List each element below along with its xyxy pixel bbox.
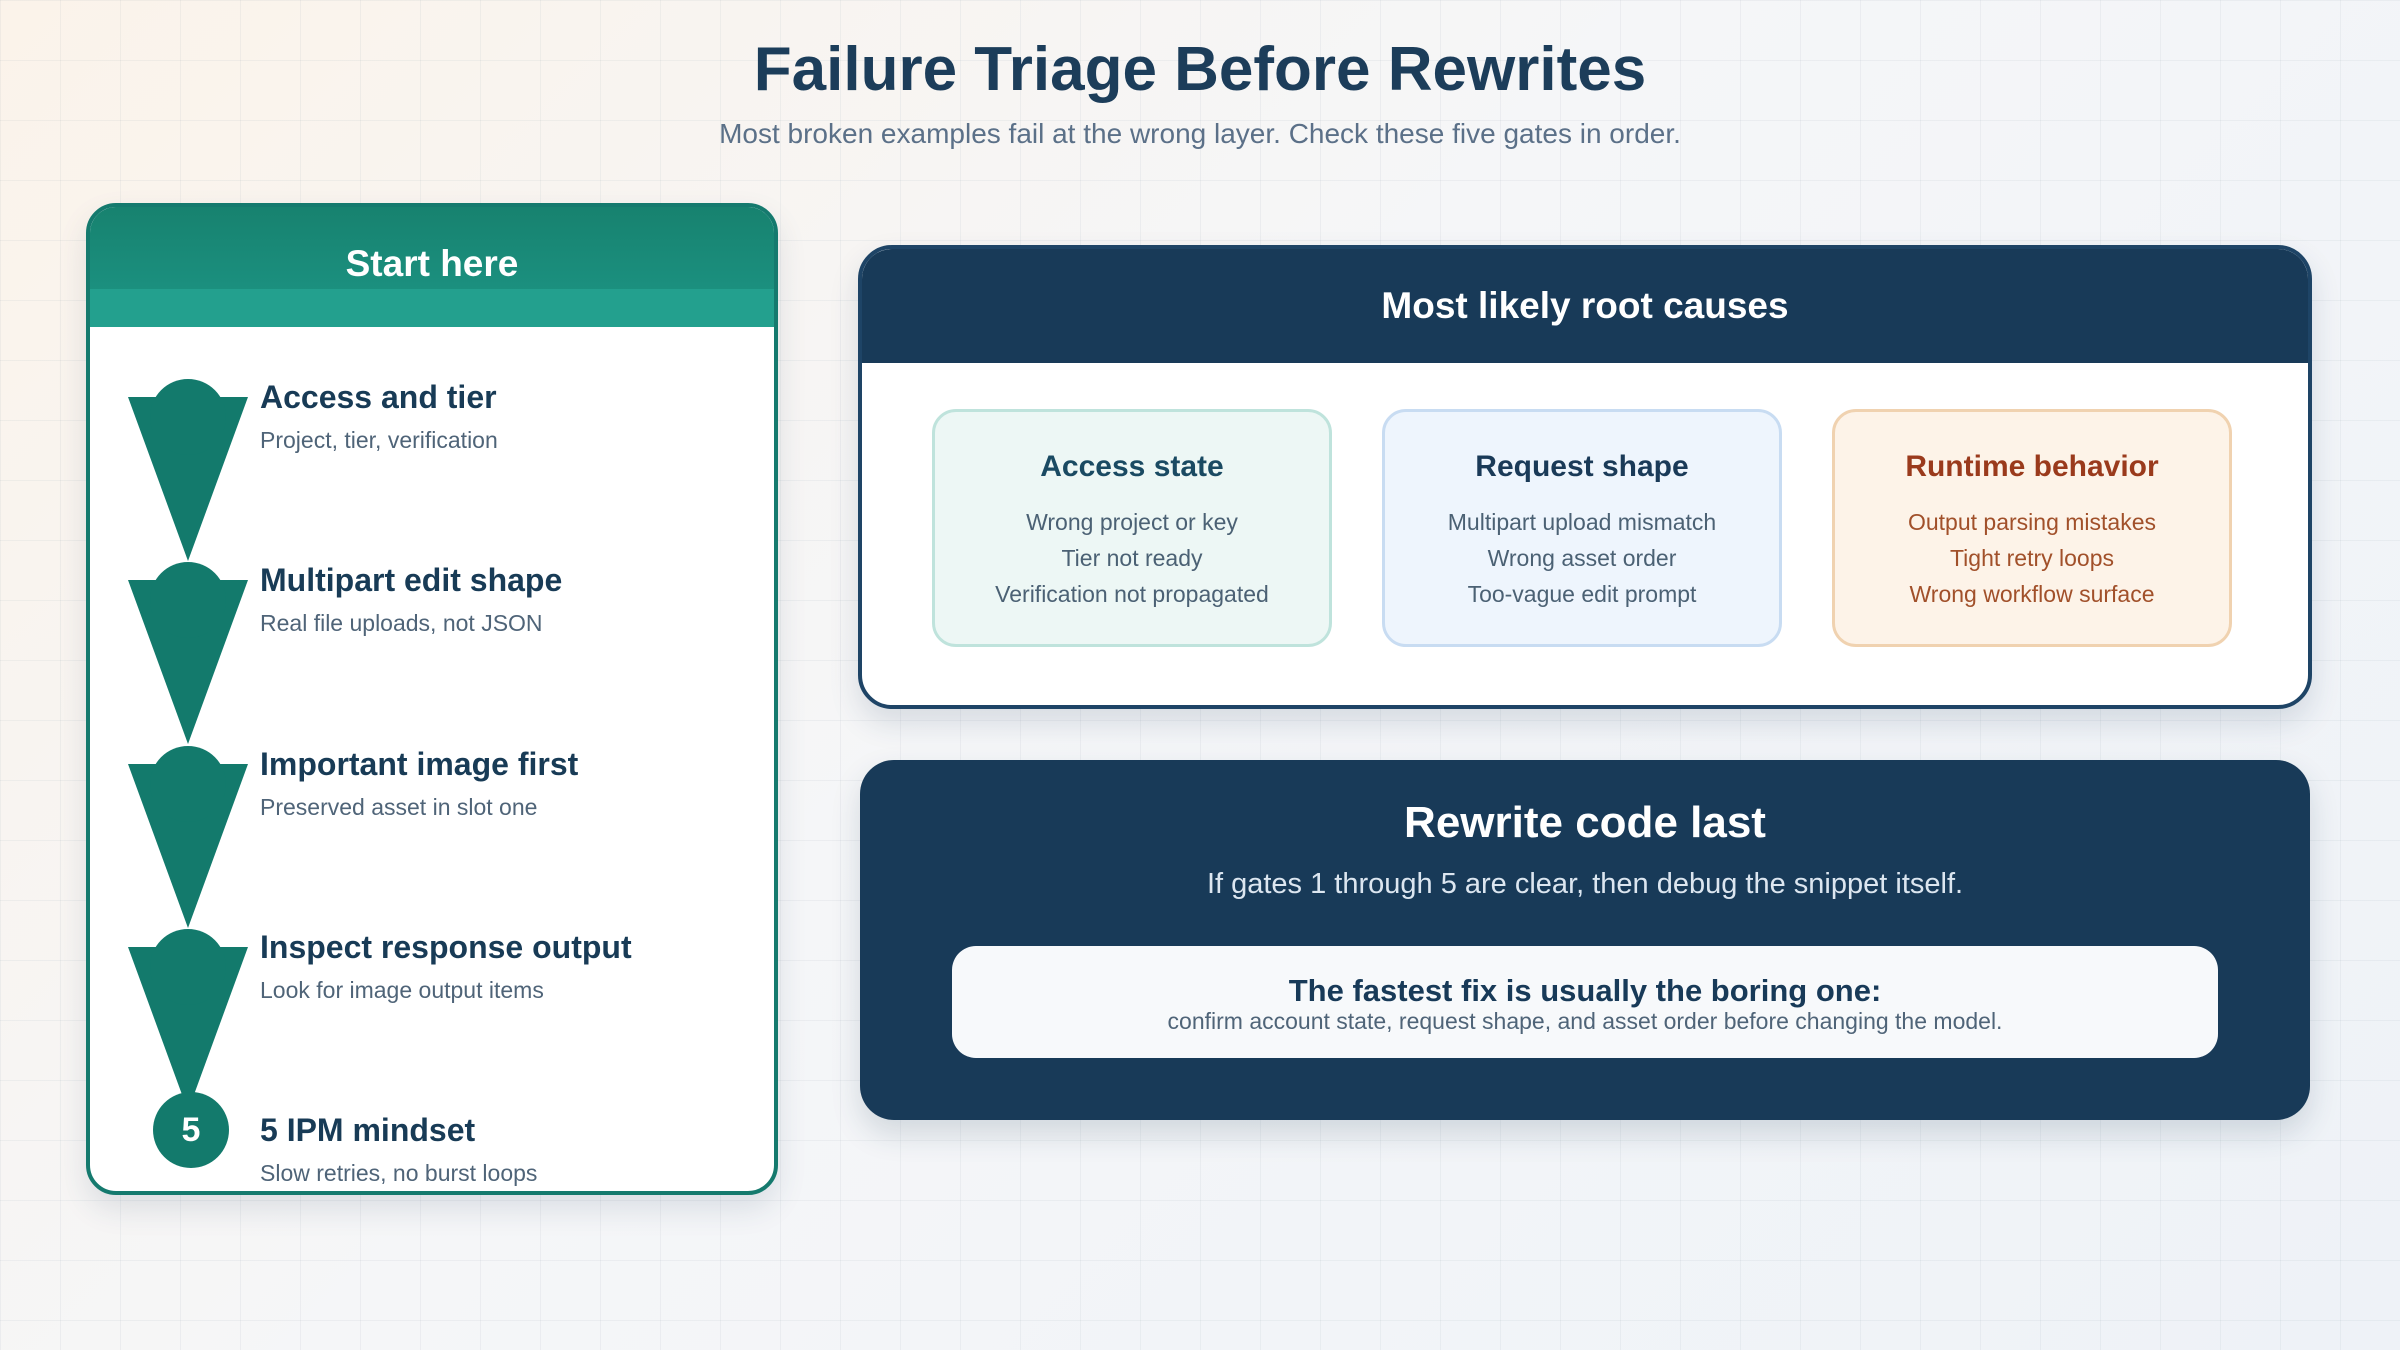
start-here-title: Start here xyxy=(345,243,519,284)
cause-card-runtime-behavior: Runtime behavior Output parsing mistakes… xyxy=(1832,409,2232,647)
gate-title: 5 IPM mindset xyxy=(260,1112,476,1148)
arrow-down-icon xyxy=(128,379,248,561)
root-causes-panel: Most likely root causes Access state Wro… xyxy=(858,245,2312,709)
root-causes-title: Most likely root causes xyxy=(862,249,2308,363)
gate-description: Slow retries, no burst loops xyxy=(260,1160,538,1186)
page-subtitle: Most broken examples fail at the wrong l… xyxy=(719,118,1681,149)
cause-item: Wrong project or key xyxy=(1026,509,1238,535)
cause-card-title: Runtime behavior xyxy=(1905,450,2159,483)
cause-item: Wrong workflow surface xyxy=(1909,581,2155,607)
rewrite-code-last-panel: Rewrite code last If gates 1 through 5 a… xyxy=(860,760,2310,1120)
gate-description: Project, tier, verification xyxy=(260,427,498,453)
cause-card-access-state: Access state Wrong project or key Tier n… xyxy=(932,409,1332,647)
cause-item: Tier not ready xyxy=(1061,545,1203,571)
cause-item: Verification not propagated xyxy=(995,581,1269,607)
fastest-fix-description: confirm account state, request shape, an… xyxy=(1167,1008,2003,1034)
fastest-fix-callout: The fastest fix is usually the boring on… xyxy=(952,946,2218,1058)
cause-list: Multipart upload mismatch Wrong asset or… xyxy=(1385,504,1779,612)
step-number-badge: 5 xyxy=(153,1092,229,1168)
arrow-down-icon xyxy=(128,929,248,1111)
arrow-down-icon xyxy=(128,562,248,744)
cause-item: Tight retry loops xyxy=(1949,545,2115,571)
cause-item: Wrong asset order xyxy=(1487,545,1677,571)
start-here-header: Start here xyxy=(90,207,774,327)
rewrite-subtitle: If gates 1 through 5 are clear, then deb… xyxy=(1206,868,1964,900)
cause-card-request-shape: Request shape Multipart upload mismatch … xyxy=(1382,409,1782,647)
cause-list: Wrong project or key Tier not ready Veri… xyxy=(935,504,1329,612)
header-band xyxy=(90,289,774,327)
gate-title: Access and tier xyxy=(260,379,497,415)
cause-item: Multipart upload mismatch xyxy=(1447,509,1717,535)
arrow-down-icon xyxy=(128,746,248,928)
fastest-fix-title: The fastest fix is usually the boring on… xyxy=(1288,973,1882,1008)
rewrite-title: Rewrite code last xyxy=(1404,798,1766,847)
gate-title: Important image first xyxy=(260,746,579,782)
page-title: Failure Triage Before Rewrites xyxy=(753,35,1647,104)
cause-card-title: Access state xyxy=(1040,450,1224,483)
cause-item: Output parsing mistakes xyxy=(1907,509,2156,535)
gate-description: Preserved asset in slot one xyxy=(260,794,538,820)
start-here-panel: Start here Access and tier Project, tier… xyxy=(86,203,778,1195)
cause-item: Too-vague edit prompt xyxy=(1467,581,1697,607)
gate-title: Inspect response output xyxy=(260,929,632,965)
gate-description: Real file uploads, not JSON xyxy=(260,610,543,636)
gate-title: Multipart edit shape xyxy=(260,562,563,598)
gate-description: Look for image output items xyxy=(260,977,544,1003)
cause-card-title: Request shape xyxy=(1475,450,1689,483)
cause-list: Output parsing mistakes Tight retry loop… xyxy=(1835,504,2229,612)
